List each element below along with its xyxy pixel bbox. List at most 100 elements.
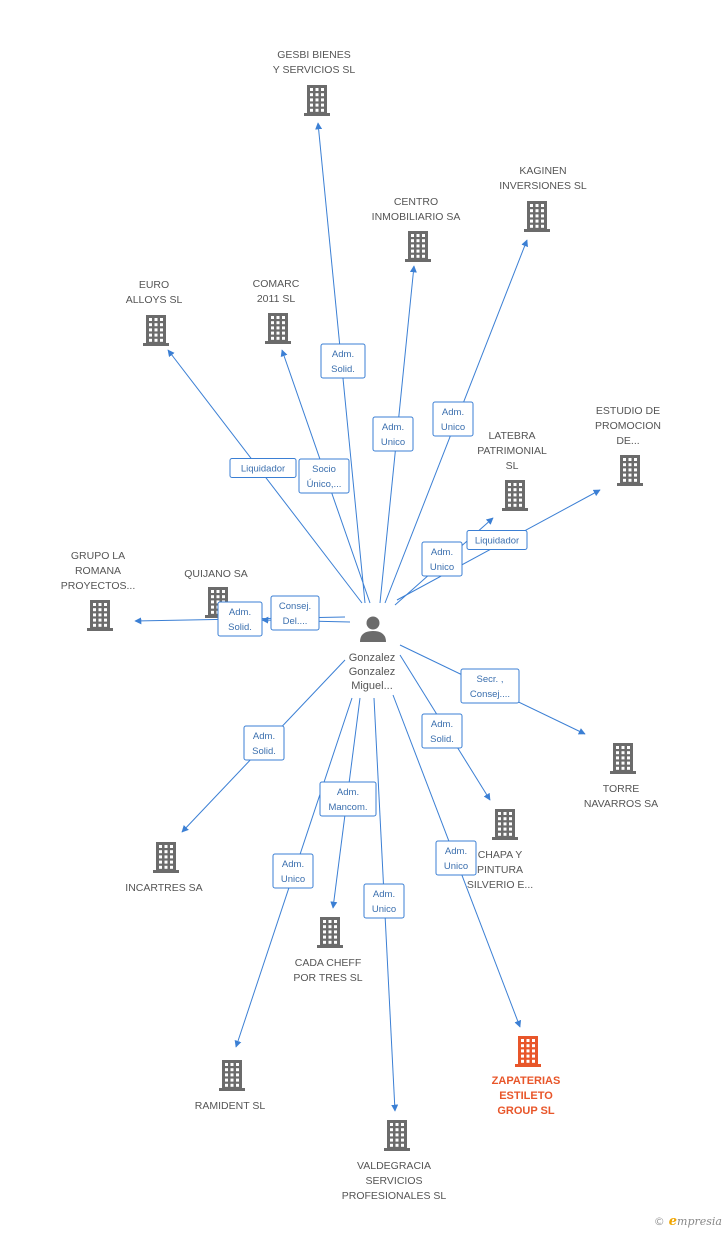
building-icon [515,1036,541,1067]
edge-label-text: Unico [441,422,465,433]
company-node-cada[interactable]: CADA CHEFF POR TRES SL [293,917,363,984]
edge-label-text: Adm. [442,407,464,418]
edge-label-text: Unico [372,904,396,915]
edge-label-cada[interactable]: Adm. Mancom. [319,781,377,817]
company-name-line: PROMOCION [595,420,661,432]
company-name-line: PATRIMONIAL [477,445,547,457]
building-icon [265,313,291,344]
copyright-symbol: © [653,1215,665,1228]
edge-label-text: Unico [281,874,305,885]
company-name-line: GRUPO LA [71,550,125,562]
company-name-line: PROFESIONALES SL [342,1190,447,1202]
edge-label-text: Adm. [229,607,251,618]
company-name-line: SERVICIOS [366,1175,423,1187]
company-name-line: POR TRES SL [293,972,362,984]
edge-label-text: Adm. [445,846,467,857]
brand-watermark: ©empresia [654,1214,722,1229]
edge-label-text: Adm. [337,787,359,798]
company-name-line: KAGINEN [519,165,566,177]
company-node-estudio[interactable]: ESTUDIO DEPROMOCIONDE... [595,405,661,486]
company-name-line: Y SERVICIOS SL [273,64,356,76]
edge-label-box [363,883,405,919]
edge-label-box [229,458,297,478]
edge-label-euro[interactable]: Liquidador [229,458,297,478]
company-name-line: QUIJANO SA [184,568,248,580]
company-node-grupo[interactable]: GRUPO LAROMANAPROYECTOS... [61,550,136,631]
building-icon [87,600,113,631]
edge-label-chapa[interactable]: Adm. Solid. [421,713,463,749]
edge-label-text: Único,... [307,479,342,490]
edge-label-estudio[interactable]: Liquidador [466,530,528,550]
building-icon [524,201,550,232]
edge-label-text: Mancom. [328,802,367,813]
company-node-incartres[interactable]: INCARTRES SA [125,842,203,894]
company-name-line: 2011 SL [257,293,295,305]
edge-label-text: Unico [381,437,405,448]
edge-label-text: Solid. [252,746,276,757]
edge-label-centro[interactable]: Adm.Unico [372,416,414,452]
edge-label-box [460,668,520,704]
edge-label-text: Consej. [279,601,311,612]
building-icon [492,809,518,840]
company-name-line: ALLOYS SL [126,294,183,306]
company-name-line: SL [506,460,519,472]
building-icon [405,231,431,262]
edge-label-incartres[interactable]: Adm. Solid. [243,725,285,761]
company-name-line: TORRE [603,783,640,795]
edge-label-text: Socio [312,464,336,475]
edge-label-ramident[interactable]: Adm.Unico [272,853,314,889]
edge-label-text: Adm. [431,719,453,730]
company-name-line: SILVERIO E... [467,879,533,891]
company-node-torre[interactable]: TORRE NAVARROS SA [584,743,658,810]
company-name-line: CENTRO [394,196,438,208]
edge-label-box [435,840,477,876]
company-name-line: INVERSIONES SL [499,180,587,192]
edge-label-zapaterias[interactable]: Adm. Unico [435,840,477,876]
company-name-line: CADA CHEFF [295,957,362,969]
center-name-line: Gonzalez [349,652,395,664]
edge-label-torre[interactable]: Secr. ,Consej.... [460,668,520,704]
edge-label-box [320,343,366,379]
building-icon [617,455,643,486]
company-node-ramident[interactable]: RAMIDENT SL [195,1060,266,1112]
edge-label-comarc[interactable]: SocioÚnico,... [298,458,350,494]
company-name-line: GROUP SL [497,1105,555,1117]
building-icon [219,1060,245,1091]
edge-label-text: Adm. [253,731,275,742]
center-name-line: Miguel... [351,680,393,692]
edge-label-valdegracia[interactable]: Adm. Unico [363,883,405,919]
edge-label-box [372,416,414,452]
edge-label-text: Solid. [430,734,454,745]
edge-label-latebra[interactable]: Adm.Unico [421,541,463,577]
edge-label-quijano[interactable]: Consej.Del.... [270,595,320,631]
edge-label-text: Unico [444,861,468,872]
company-name-line: RAMIDENT SL [195,1100,266,1112]
edge-label-box [421,713,463,749]
brand-initial: e [668,1214,678,1229]
company-name-line: INCARTRES SA [125,882,202,894]
edge-label-box [432,401,474,437]
edge-label-text: Adm. [373,889,395,900]
company-name-line: NAVARROS SA [584,798,658,810]
company-node-valdegracia[interactable]: VALDEGRACIA SERVICIOS PROFESIONALES SL [342,1120,447,1202]
edge-label-text: Adm. [431,547,453,558]
edge-label-grupo[interactable]: Adm.Solid. [217,601,263,637]
building-icon [317,917,343,948]
edge-label-box [217,601,263,637]
company-node-kaginen[interactable]: KAGINEN INVERSIONES SL [499,165,587,232]
edge-label-gesbi[interactable]: Adm.Solid. [320,343,366,379]
edge-label-box [270,595,320,631]
building-icon [304,85,330,116]
edge-label-text: Adm. [332,349,354,360]
center-person[interactable]: Gonzalez Gonzalez Miguel... [349,616,395,693]
edge-label-kaginen[interactable]: Adm. Unico [432,401,474,437]
company-name-line: VALDEGRACIA [357,1160,431,1172]
company-name-line: PINTURA [477,864,523,876]
